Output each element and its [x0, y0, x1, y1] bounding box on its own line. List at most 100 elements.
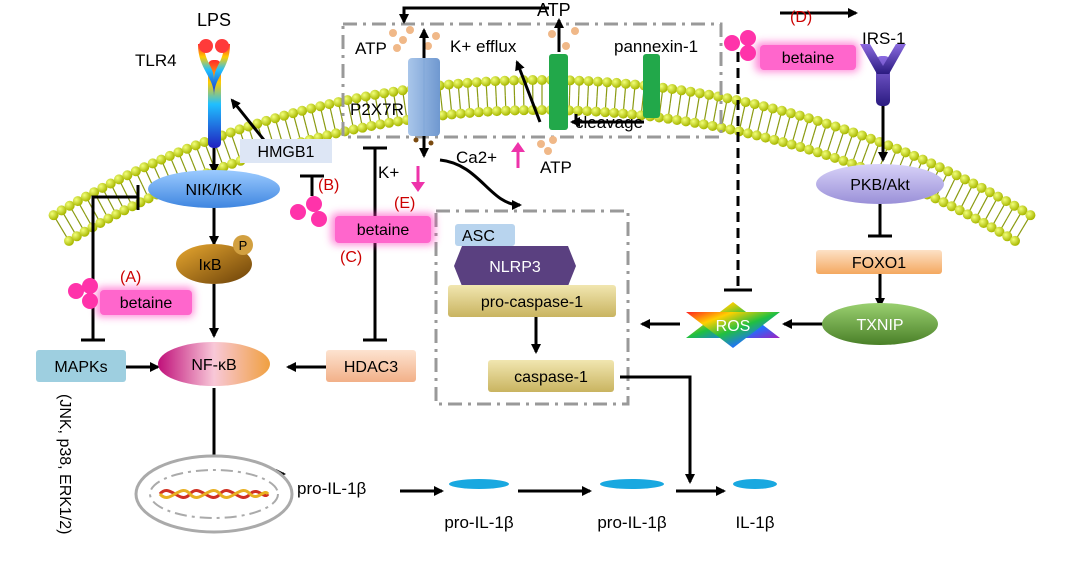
lipid-head	[758, 101, 769, 112]
hmgb1-label: HMGB1	[258, 144, 315, 161]
lipid-head	[698, 119, 709, 130]
lipid-head	[261, 115, 272, 126]
lipid-head	[482, 106, 493, 117]
betaine-a-label: betaine	[120, 295, 173, 312]
lipid-head	[968, 178, 979, 189]
lipid-head	[611, 77, 622, 88]
cleavage-label: cleavage	[575, 113, 643, 132]
irs1-receptor	[860, 44, 906, 106]
lipid-head	[1009, 200, 1020, 211]
pannexin-label: pannexin-1	[614, 37, 698, 56]
lipid-head	[582, 106, 593, 117]
nucleus	[134, 454, 294, 534]
ros-label: ROS	[716, 318, 751, 335]
atp-top-label: ATP	[537, 0, 571, 20]
lipid-head	[234, 124, 245, 135]
ion-channel-box	[341, 22, 723, 139]
betaine-bce-label: betaine	[357, 222, 410, 239]
lipid-head	[609, 107, 620, 118]
lipid-head	[279, 110, 290, 121]
lipid-head	[500, 105, 511, 116]
lipid-head	[324, 99, 335, 110]
lipid-head	[518, 105, 529, 116]
inflammasome-box	[434, 209, 630, 406]
lipid-head	[509, 75, 520, 86]
lipid-head	[499, 75, 510, 86]
lipid-head	[218, 161, 229, 172]
lipid-head	[848, 127, 859, 138]
pkb-akt-label: PKB/Akt	[850, 177, 910, 194]
lipid-head	[306, 103, 317, 114]
lipid-head	[103, 213, 114, 224]
lipid-head	[446, 109, 457, 120]
lipid-head	[583, 76, 594, 87]
atp-bottom-label: ATP	[540, 158, 572, 177]
lipid-head	[943, 166, 954, 177]
lipid-head	[627, 109, 638, 120]
lipid-head	[1025, 210, 1036, 221]
pro-il1b-1-label: pro-IL-1β	[444, 513, 514, 532]
lipid-head	[663, 113, 674, 124]
txnip-node	[822, 303, 938, 345]
marker-b: (B)	[318, 177, 339, 194]
pro-il1b-pill-2	[600, 479, 664, 489]
marker-c: (C)	[340, 249, 362, 266]
lipid-head	[592, 76, 603, 87]
betaine-bce-group	[290, 196, 435, 245]
atp-left-label: ATP	[355, 39, 387, 58]
lipid-head	[182, 143, 193, 154]
lipid-head	[333, 97, 344, 108]
ikb-node	[176, 244, 252, 284]
lipid-head	[455, 108, 466, 119]
lipid-head	[48, 210, 59, 221]
asc-node	[455, 224, 515, 246]
tlr4-label: TLR4	[135, 51, 177, 70]
nik-ikk-node	[148, 170, 280, 208]
lipid-head	[130, 166, 141, 177]
il1b-pill	[733, 479, 777, 489]
lipid-head	[742, 128, 753, 139]
lipid-head	[1017, 205, 1028, 216]
lipid-head	[443, 79, 454, 90]
pro-caspase-label: pro-caspase-1	[481, 294, 583, 311]
k-plus-label: K+	[378, 163, 399, 182]
caspase-label: caspase-1	[514, 369, 588, 386]
lipid-head	[776, 105, 787, 116]
lipid-head	[970, 213, 981, 224]
lipid-head	[351, 93, 362, 104]
irs1-label: IRS-1	[862, 29, 905, 48]
il1b-label: IL-1β	[735, 513, 774, 532]
marker-d: (D)	[790, 9, 812, 26]
lipid-head	[384, 117, 395, 128]
p2x7r-dots	[413, 137, 434, 146]
lipid-head	[105, 178, 116, 189]
atp-dots	[389, 26, 579, 155]
lipid-head	[857, 130, 868, 141]
pro-il1b-pill-1	[449, 479, 509, 489]
mapks-label: MAPKs	[54, 359, 107, 376]
betaine-a-group	[68, 278, 194, 317]
lipid-head	[602, 77, 613, 88]
lipid-head	[821, 118, 832, 129]
foxo1-node	[816, 250, 942, 274]
lipid-head	[111, 209, 122, 220]
betaine-d-label: betaine	[782, 50, 835, 67]
hdac3-label: HDAC3	[344, 359, 398, 376]
lipid-head	[917, 154, 928, 165]
lipid-head	[934, 162, 945, 173]
lipid-head	[672, 114, 683, 125]
hdac3-node	[326, 350, 416, 382]
betaine-d-group	[724, 30, 859, 72]
k-efflux-channel	[549, 54, 568, 130]
ca2-label: Ca2+	[456, 148, 497, 167]
lipid-head	[803, 113, 814, 124]
lipid-head	[139, 162, 150, 173]
lipid-head	[331, 128, 342, 139]
lipid-head	[573, 105, 584, 116]
lipid-head	[490, 76, 501, 87]
lipid-head	[473, 107, 484, 118]
lipid-head	[464, 107, 475, 118]
lipid-head	[716, 122, 727, 133]
p2x7r-channel	[408, 58, 440, 136]
